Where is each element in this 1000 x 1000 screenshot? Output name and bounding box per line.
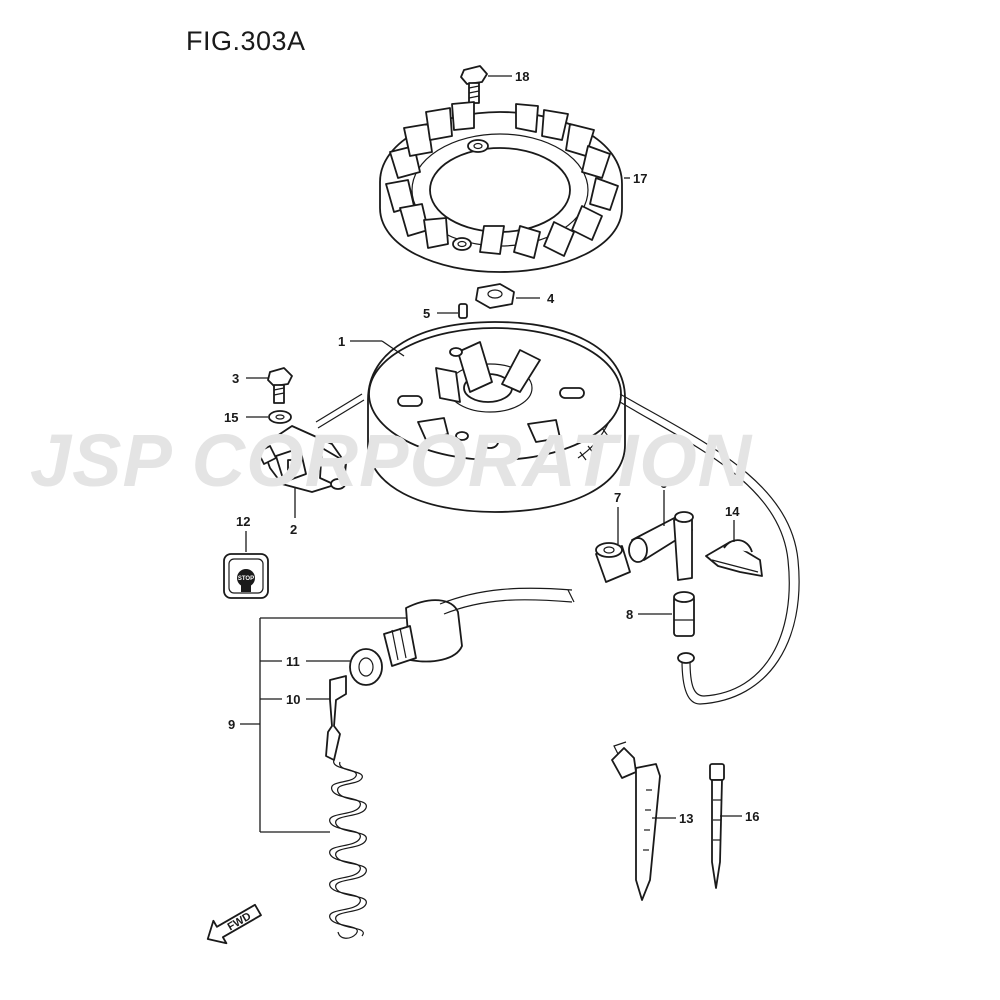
- callout-18: 18: [515, 69, 529, 84]
- cooling-fan-17: [379, 101, 623, 273]
- bolt-18: [460, 65, 488, 104]
- lead-wire-10: [325, 675, 367, 939]
- callout-3: 3: [232, 371, 239, 386]
- stop-switch-assembly-9: [383, 587, 575, 667]
- callout-9: 9: [228, 717, 235, 732]
- callout-8: 8: [626, 607, 633, 622]
- callout-12: 12: [236, 514, 250, 529]
- woodruff-key-5: [458, 303, 468, 319]
- callout-numbers: 18 17 4 5 1 3 15 2 12 7 6 14 8 11 10 9 1…: [224, 69, 759, 826]
- stop-badge-text: STOP: [238, 576, 254, 582]
- wire-clamp-14: [705, 539, 763, 577]
- leader-lines: [240, 75, 742, 833]
- fwd-arrow-text: FWD: [226, 910, 254, 933]
- cable-tie-16: [709, 763, 725, 889]
- fwd-arrow: FWD: [206, 903, 262, 945]
- cable-tie-13: [611, 741, 661, 901]
- callout-10: 10: [286, 692, 300, 707]
- callout-14: 14: [725, 504, 740, 519]
- callout-1: 1: [338, 334, 345, 349]
- plug-cap-seal-7: [595, 542, 631, 583]
- callout-17: 17: [633, 171, 647, 186]
- coil-bolt-3: [267, 367, 293, 404]
- figure-title: FIG.303A: [186, 26, 306, 56]
- callout-13: 13: [679, 811, 693, 826]
- callout-4: 4: [547, 291, 555, 306]
- washer-15: [268, 410, 292, 424]
- coil-lead-wire: [315, 393, 363, 423]
- nut-11: [349, 648, 383, 686]
- flywheel-1: [367, 321, 626, 513]
- callout-15: 15: [224, 410, 238, 425]
- callout-7: 7: [614, 490, 621, 505]
- high-tension-cable: [619, 393, 800, 705]
- spark-plug-cap-6: [628, 511, 694, 581]
- stop-badge-12: STOP: [223, 553, 269, 599]
- callout-16: 16: [745, 809, 759, 824]
- rubber-boot-8: [673, 591, 695, 637]
- callout-5: 5: [423, 306, 430, 321]
- callout-2: 2: [290, 522, 297, 537]
- callout-11: 11: [286, 654, 300, 669]
- flywheel-nut-4: [475, 283, 515, 309]
- callout-6: 6: [660, 476, 667, 491]
- ignition-coil-2: [257, 425, 347, 493]
